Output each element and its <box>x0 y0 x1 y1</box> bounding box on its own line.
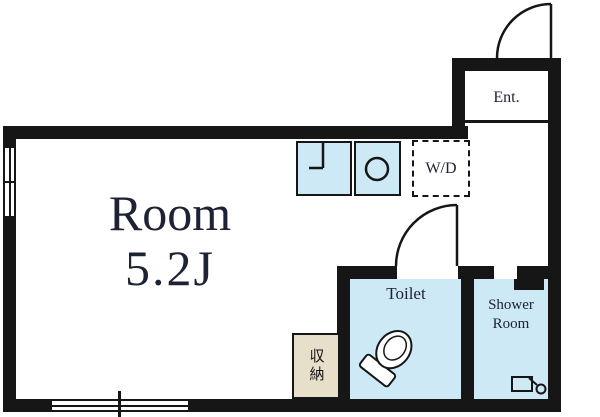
washer-dryer-space: W/D <box>412 140 470 197</box>
kitchen-stove <box>354 141 401 196</box>
wall-top-main <box>3 126 468 139</box>
wall-toilet-left <box>337 266 350 412</box>
window-divider <box>5 181 14 183</box>
shower-label-line1: Shower <box>488 297 534 313</box>
wall-toilet-shower <box>461 266 474 412</box>
entrance-step-line <box>465 120 548 123</box>
wall-entrance-left <box>452 58 465 139</box>
toilet-label: Toilet <box>386 284 426 303</box>
washer-dryer-label: W/D <box>425 159 457 177</box>
room-size-label: 5.2J <box>125 240 215 296</box>
shower-label-line2: Room <box>492 315 530 332</box>
storage-label: 収納 <box>307 348 324 384</box>
wall-shower-top <box>517 266 561 279</box>
entrance-label: Ent. <box>493 89 520 106</box>
wall-right <box>548 58 561 412</box>
window-left-wall <box>3 146 16 218</box>
wall-toilet-top <box>337 266 397 279</box>
main-room-label: Room 5.2J <box>55 186 285 296</box>
room-name-label: Room <box>108 185 232 241</box>
window-mullion-mark <box>118 391 121 417</box>
entrance-door-arc <box>495 2 552 59</box>
storage-closet: 収納 <box>292 333 340 399</box>
shower-door-panel <box>514 279 544 290</box>
wall-entrance-top <box>452 58 561 71</box>
shower-room-label: Shower Room <box>474 296 548 334</box>
kitchen-sink <box>296 141 352 196</box>
toilet-door-arc <box>394 203 458 267</box>
